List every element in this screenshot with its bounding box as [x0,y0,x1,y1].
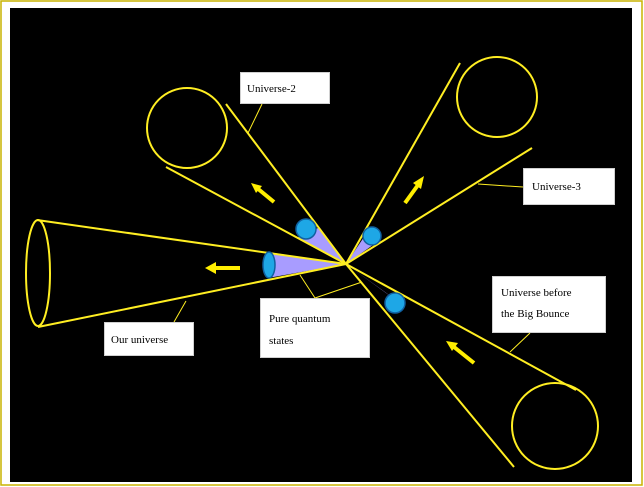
leader-lines [173,103,531,353]
label-before-bounce-line2: the Big Bounce [501,308,570,320]
label-universe-3-text: Universe-3 [532,181,581,193]
arrow-universe-2 [251,183,276,204]
label-our-universe-text: Our universe [111,334,169,346]
leader-our-universe [173,300,187,323]
before-bounce-cone [345,263,599,470]
leader-pure-quantum-2 [299,274,316,299]
sphere-our-universe [262,251,276,279]
label-before-bounce-line1: Universe before [501,287,572,299]
sphere-before-bounce [384,292,406,314]
label-universe-2-text: Universe-2 [247,83,296,95]
quantum-spheres [262,218,406,314]
universe-2-cone [146,87,347,265]
arrow-universe-3 [403,176,424,205]
leader-before-bounce [509,332,531,353]
label-pure-quantum-line1: Pure quantum [269,313,331,325]
quantum-wedge-our [268,252,346,278]
direction-arrows [205,176,476,365]
leader-universe-3 [477,183,524,188]
label-pure-quantum: Pure quantum states [260,298,370,358]
our-universe-cone [25,219,347,328]
leader-universe-2 [247,103,263,134]
label-universe-2: Universe-2 [240,72,330,104]
label-before-bounce: Universe before the Big Bounce [492,276,606,333]
label-pure-quantum-line2: states [269,335,294,347]
arrow-our-universe [205,262,240,274]
label-our-universe: Our universe [104,322,194,356]
sphere-universe-3 [362,226,382,246]
sphere-universe-2 [295,218,317,240]
leader-pure-quantum [314,281,363,299]
label-universe-3: Universe-3 [523,168,615,205]
arrow-before-bounce [446,341,476,365]
